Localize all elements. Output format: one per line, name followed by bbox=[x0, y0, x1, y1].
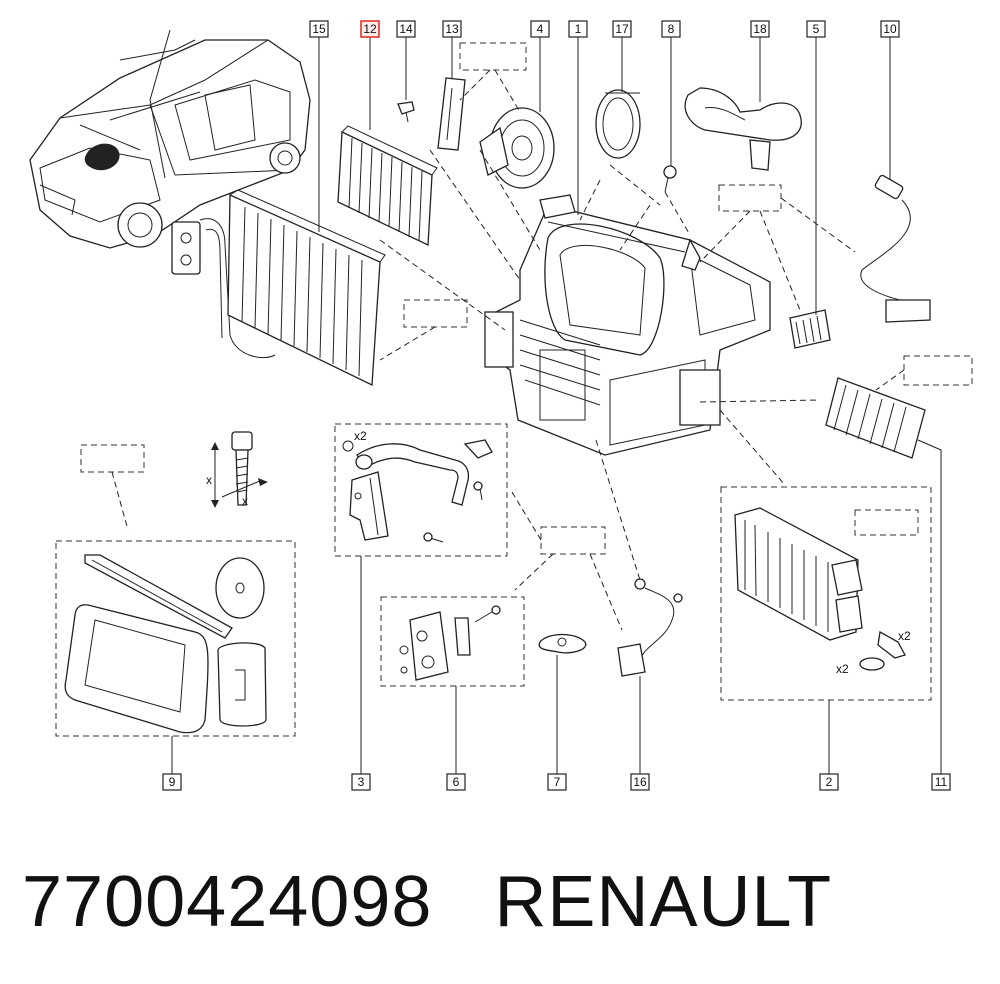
sensor-cable-10 bbox=[860, 174, 931, 323]
svg-text:4: 4 bbox=[537, 22, 544, 36]
vehicle-illustration bbox=[29, 29, 311, 249]
sensor-16 bbox=[617, 578, 683, 677]
callout-12: 12 bbox=[360, 20, 380, 38]
svg-text:1: 1 bbox=[575, 22, 582, 36]
evaporator-assembly bbox=[171, 218, 276, 359]
svg-text:5: 5 bbox=[813, 22, 820, 36]
svg-text:7: 7 bbox=[554, 775, 561, 789]
callout-3: 3 bbox=[351, 773, 371, 791]
callout-11: 11 bbox=[931, 773, 951, 791]
svg-text:17: 17 bbox=[615, 22, 629, 36]
callout-4: 4 bbox=[530, 20, 550, 38]
group-9-frame bbox=[55, 540, 296, 737]
clip-14 bbox=[397, 101, 415, 123]
group-3-frame bbox=[334, 423, 508, 557]
reference-leaders bbox=[111, 69, 905, 631]
svg-text:10: 10 bbox=[883, 22, 897, 36]
grommet-7 bbox=[538, 633, 587, 654]
callout-13: 13 bbox=[442, 20, 462, 38]
svg-text:12: 12 bbox=[363, 22, 377, 36]
svg-text:9: 9 bbox=[169, 775, 176, 789]
part-number: 7700424098 bbox=[22, 862, 433, 942]
screw-8 bbox=[663, 165, 677, 193]
cover-13 bbox=[437, 77, 466, 151]
callout-8: 8 bbox=[661, 20, 681, 38]
callout-18: 18 bbox=[750, 20, 770, 38]
hvac-housing-1 bbox=[484, 194, 771, 456]
callout-1: 1 bbox=[568, 20, 588, 38]
air-duct-18 bbox=[684, 87, 802, 171]
svg-text:6: 6 bbox=[453, 775, 460, 789]
part-caption: 7700424098 RENAULT bbox=[22, 852, 832, 952]
pipe-kit-3 bbox=[342, 439, 493, 543]
callout-17: 17 bbox=[612, 20, 632, 38]
heater-core-11 bbox=[825, 377, 926, 459]
callout-6: 6 bbox=[446, 773, 466, 791]
bolt-dimension-x-horizontal: x bbox=[242, 494, 248, 508]
callout-10: 10 bbox=[880, 20, 900, 38]
cabin-filter bbox=[227, 189, 386, 387]
callout-9: 9 bbox=[162, 773, 182, 791]
group-2-frame bbox=[720, 486, 932, 701]
resistor-5 bbox=[789, 309, 831, 349]
heater-seals-qty: x2 bbox=[836, 662, 849, 676]
blower-motor-4 bbox=[479, 107, 555, 189]
callout-16: 16 bbox=[630, 773, 650, 791]
callout-15: 15 bbox=[309, 20, 329, 38]
bolt-dimension-x-vertical: x bbox=[206, 473, 212, 487]
callout-leaders bbox=[171, 37, 942, 774]
callout-7: 7 bbox=[547, 773, 567, 791]
svg-text:2: 2 bbox=[826, 775, 833, 789]
callout-14: 14 bbox=[396, 20, 416, 38]
heater-radiator-2 bbox=[734, 507, 906, 671]
callout-5: 5 bbox=[806, 20, 826, 38]
svg-text:8: 8 bbox=[668, 22, 675, 36]
svg-text:18: 18 bbox=[753, 22, 767, 36]
group-2-note-frame bbox=[854, 509, 919, 536]
svg-text:13: 13 bbox=[445, 22, 459, 36]
callout-2: 2 bbox=[819, 773, 839, 791]
hose-clamps-qty: x2 bbox=[354, 429, 367, 443]
svg-text:11: 11 bbox=[935, 775, 948, 789]
svg-text:14: 14 bbox=[399, 22, 413, 36]
ring-17 bbox=[595, 89, 641, 159]
pollen-filter-12 bbox=[337, 125, 438, 247]
svg-text:3: 3 bbox=[358, 775, 365, 789]
group-6-frame bbox=[380, 596, 525, 687]
expansion-valve-6 bbox=[399, 605, 501, 681]
svg-text:16: 16 bbox=[633, 775, 647, 789]
bolt-dimension-drawing bbox=[211, 431, 268, 508]
heater-screws-qty: x2 bbox=[898, 629, 911, 643]
brand-name: RENAULT bbox=[494, 862, 833, 942]
svg-text:15: 15 bbox=[312, 22, 326, 36]
seal-kit-9 bbox=[64, 554, 267, 734]
